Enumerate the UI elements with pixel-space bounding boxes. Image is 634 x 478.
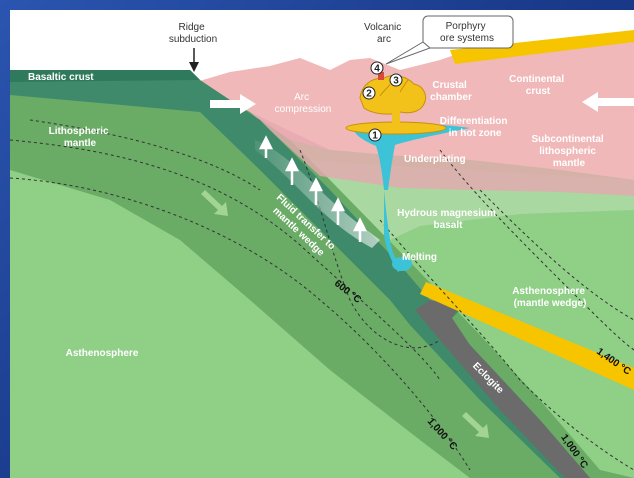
label-melting: Melting xyxy=(402,252,437,263)
marker-4: 4 xyxy=(371,62,383,75)
label-porphyry: Porphyry ore systems xyxy=(440,21,494,44)
marker-2: 2 xyxy=(363,87,375,100)
marker-1: 1 xyxy=(369,129,381,142)
label-basaltic-crust: Basaltic crust xyxy=(28,72,94,83)
label-asthenosphere-wedge: Asthenosphere (mantle wedge) xyxy=(512,286,588,309)
svg-text:2: 2 xyxy=(366,89,372,100)
svg-text:4: 4 xyxy=(374,64,380,75)
label-differentiation: Differentiation in hot zone xyxy=(440,116,511,139)
svg-text:1: 1 xyxy=(372,131,378,142)
label-underplating: Underplating xyxy=(404,154,466,165)
label-crustal-chamber: Crustal chamber xyxy=(430,80,472,103)
svg-text:3: 3 xyxy=(393,76,399,87)
marker-3: 3 xyxy=(390,74,402,87)
label-asthenosphere: Asthenosphere xyxy=(66,348,139,359)
